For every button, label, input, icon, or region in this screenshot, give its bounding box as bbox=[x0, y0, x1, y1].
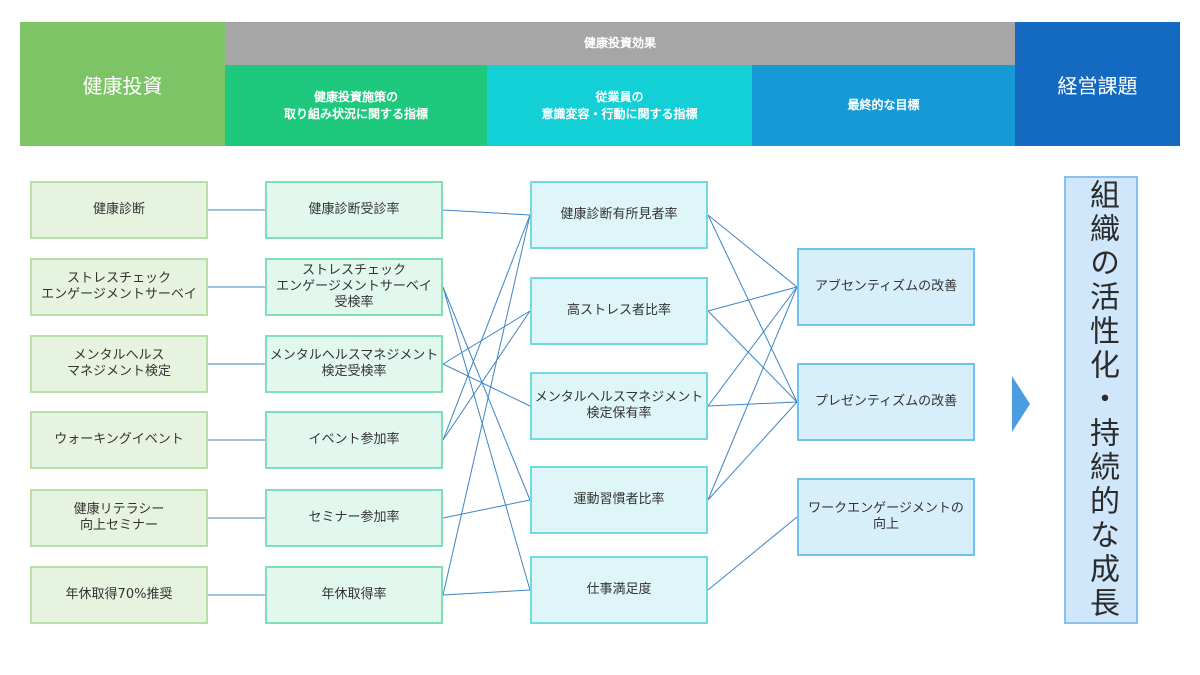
indicator-box: メンタルヘルスマネジメント 検定受検率 bbox=[265, 335, 443, 393]
connector-line bbox=[442, 214, 531, 596]
indicator-box: セミナー参加率 bbox=[265, 489, 443, 547]
investment-box: 健康診断 bbox=[30, 181, 208, 239]
header-management-issue-label: 経営課題 bbox=[1057, 73, 1138, 98]
header-final-goals-label: 最終的な目標 bbox=[847, 98, 920, 112]
header-health-investment-label: 健康投資 bbox=[82, 73, 163, 98]
behavior-box: 運動習慣者比率 bbox=[530, 466, 708, 534]
connector-line bbox=[442, 310, 531, 365]
header-behavior-indicators-label: 従業員の 意識変容・行動に関する指標 bbox=[541, 89, 698, 121]
investment-box: メンタルヘルス マネジメント検定 bbox=[30, 335, 208, 393]
behavior-box: 高ストレス者比率 bbox=[530, 277, 708, 345]
indicator-box: イベント参加率 bbox=[265, 411, 443, 469]
connector-line bbox=[442, 310, 531, 441]
connector-line bbox=[442, 286, 531, 591]
connector-line bbox=[707, 516, 798, 591]
connector-line bbox=[707, 310, 798, 403]
connector-line bbox=[442, 209, 531, 216]
connector-line bbox=[707, 401, 798, 407]
header-investment-effect-label: 健康投資効果 bbox=[583, 36, 656, 50]
behavior-box: メンタルヘルスマネジメント 検定保有率 bbox=[530, 372, 708, 440]
result-box: 組織の活性化・持続的な成長 bbox=[1064, 176, 1138, 624]
indicator-box: 年休取得率 bbox=[265, 566, 443, 624]
header-initiative-indicators-label: 健康投資施策の 取り組み状況に関する指標 bbox=[283, 89, 428, 121]
header-management-issue: 経営課題 bbox=[1015, 22, 1180, 146]
connector-line bbox=[707, 214, 798, 288]
header-health-investment: 健康投資 bbox=[20, 22, 225, 146]
connector-line bbox=[442, 589, 531, 596]
header-investment-effect: 健康投資効果 bbox=[225, 22, 1015, 65]
connector-line bbox=[707, 286, 798, 501]
header-initiative-indicators: 健康投資施策の 取り組み状況に関する指標 bbox=[225, 65, 487, 146]
goal-box: アブセンティズムの改善 bbox=[797, 248, 975, 326]
indicator-box: ストレスチェック エンゲージメントサーベイ 受検率 bbox=[265, 258, 443, 316]
connector-line bbox=[442, 214, 531, 441]
connector-line bbox=[707, 286, 798, 407]
connector-line bbox=[442, 286, 531, 501]
investment-box: 健康リテラシー 向上セミナー bbox=[30, 489, 208, 547]
connector-line bbox=[442, 363, 531, 407]
connector-line bbox=[707, 286, 798, 312]
right-arrow-icon bbox=[1012, 376, 1030, 432]
header-final-goals: 最終的な目標 bbox=[752, 65, 1015, 146]
goal-box: ワークエンゲージメントの 向上 bbox=[797, 478, 975, 556]
connector-line bbox=[442, 499, 531, 519]
header-behavior-indicators: 従業員の 意識変容・行動に関する指標 bbox=[487, 65, 752, 146]
indicator-box: 健康診断受診率 bbox=[265, 181, 443, 239]
behavior-box: 健康診断有所見者率 bbox=[530, 181, 708, 249]
investment-box: ストレスチェック エンゲージメントサーベイ bbox=[30, 258, 208, 316]
connector-line bbox=[707, 214, 798, 403]
connector-line bbox=[707, 401, 798, 501]
result-label: 組織の活性化・持続的な成長 bbox=[1084, 179, 1119, 621]
goal-box: プレゼンティズムの改善 bbox=[797, 363, 975, 441]
investment-box: ウォーキングイベント bbox=[30, 411, 208, 469]
behavior-box: 仕事満足度 bbox=[530, 556, 708, 624]
investment-box: 年休取得70%推奨 bbox=[30, 566, 208, 624]
